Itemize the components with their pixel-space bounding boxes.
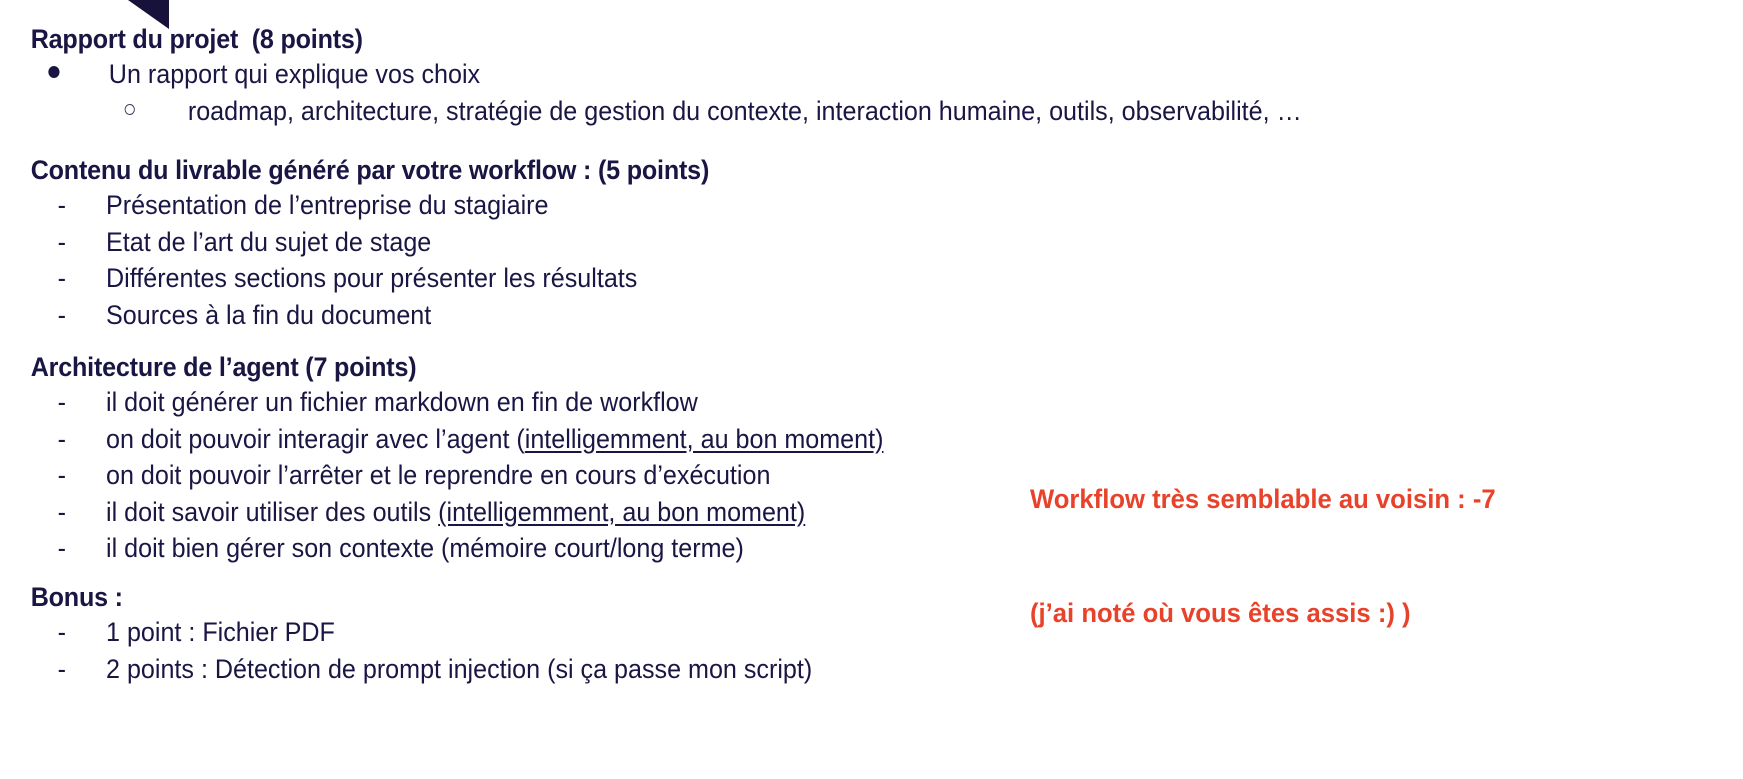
list-item-label: Présentation de l’entreprise du stagiair…	[106, 190, 549, 220]
list-item: - il doit générer un fichier markdown en…	[0, 384, 1116, 421]
section-heading-architecture: Architecture de l’agent (7 points)	[30, 352, 417, 382]
list-item-label: on doit pouvoir interagir avec l’agent (…	[106, 421, 1116, 458]
dash-marker: -	[57, 533, 67, 563]
list-item: - Etat de l’art du sujet de stage	[0, 224, 1116, 261]
list-item-label: Un rapport qui explique vos choix	[108, 59, 481, 89]
dash-marker: -	[57, 299, 67, 330]
list-item-label: on doit pouvoir l’arrêter et le reprendr…	[106, 460, 771, 490]
bullet-disc-icon	[48, 66, 108, 83]
list-item: - Présentation de l’entreprise du stagia…	[0, 187, 1116, 224]
list-item: Un rapport qui explique vos choix	[0, 56, 1116, 93]
section-rapport: Rapport du projet (8 points) Un rapport …	[0, 22, 1302, 130]
dash-marker: -	[57, 387, 67, 417]
list-item-label: 2 points : Détection de prompt injection…	[106, 653, 813, 684]
bullet-circle-icon	[124, 103, 188, 120]
list-item-label: roadmap, architecture, stratégie de gest…	[187, 95, 1302, 126]
list-item: - 1 point : Fichier PDF	[0, 614, 1116, 651]
section-heading-contenu: Contenu du livrable généré par votre wor…	[30, 155, 710, 185]
list-item: - Différentes sections pour présenter le…	[0, 260, 1116, 297]
list-item: - il doit savoir utiliser des outils (in…	[0, 494, 1116, 531]
section-architecture: Architecture de l’agent (7 points) - il …	[0, 350, 1200, 567]
dash-marker: -	[57, 653, 67, 684]
list-item-label: il doit bien gérer son contexte (mémoire…	[106, 533, 744, 563]
list-item: - il doit bien gérer son contexte (mémoi…	[0, 530, 1116, 567]
dash-marker: -	[57, 226, 67, 257]
list-item: roadmap, architecture, stratégie de gest…	[0, 93, 1302, 130]
dash-marker: -	[57, 460, 67, 490]
list-item: - 2 points : Détection de prompt injecti…	[0, 651, 1116, 688]
list-item: - Sources à la fin du document	[0, 297, 1116, 334]
list-item-label: 1 point : Fichier PDF	[106, 617, 335, 647]
list-item: - on doit pouvoir l’arrêter et le repren…	[0, 457, 1116, 494]
dash-marker: -	[57, 190, 67, 220]
dash-marker: -	[57, 263, 67, 293]
list-item-text-underlined: intelligemment, au bon moment)	[524, 423, 884, 454]
dash-marker: -	[57, 423, 67, 454]
list-item-label: Etat de l’art du sujet de stage	[106, 226, 432, 257]
list-item-text-pre: il doit savoir utiliser des outils	[106, 496, 439, 527]
list-item-text-pre: on doit pouvoir interagir avec l’agent (	[106, 423, 525, 454]
list-item: - on doit pouvoir interagir avec l’agent…	[0, 421, 1116, 458]
list-item-label: il doit générer un fichier markdown en f…	[106, 387, 698, 417]
section-contenu: Contenu du livrable généré par votre wor…	[0, 153, 1200, 333]
section-heading-rapport: Rapport du projet (8 points)	[30, 24, 363, 54]
grading-annotation: Workflow très semblable au voisin : -7 (…	[1030, 404, 1496, 708]
section-bonus: Bonus : - 1 point : Fichier PDF - 2 poin…	[0, 580, 1200, 687]
list-item-text-underlined: (intelligemment, au bon moment)	[438, 496, 806, 527]
list-item-label: Différentes sections pour présenter les …	[106, 263, 638, 293]
annotation-line-1: Workflow très semblable au voisin : -7	[1030, 484, 1496, 514]
dash-marker: -	[57, 617, 67, 647]
dash-marker: -	[57, 496, 67, 527]
section-heading-bonus: Bonus :	[30, 582, 123, 612]
list-item-label: il doit savoir utiliser des outils (inte…	[106, 494, 1116, 531]
annotation-line-2: (j’ai noté où vous êtes assis :) )	[1030, 598, 1411, 628]
list-item-label: Sources à la fin du document	[106, 299, 432, 330]
